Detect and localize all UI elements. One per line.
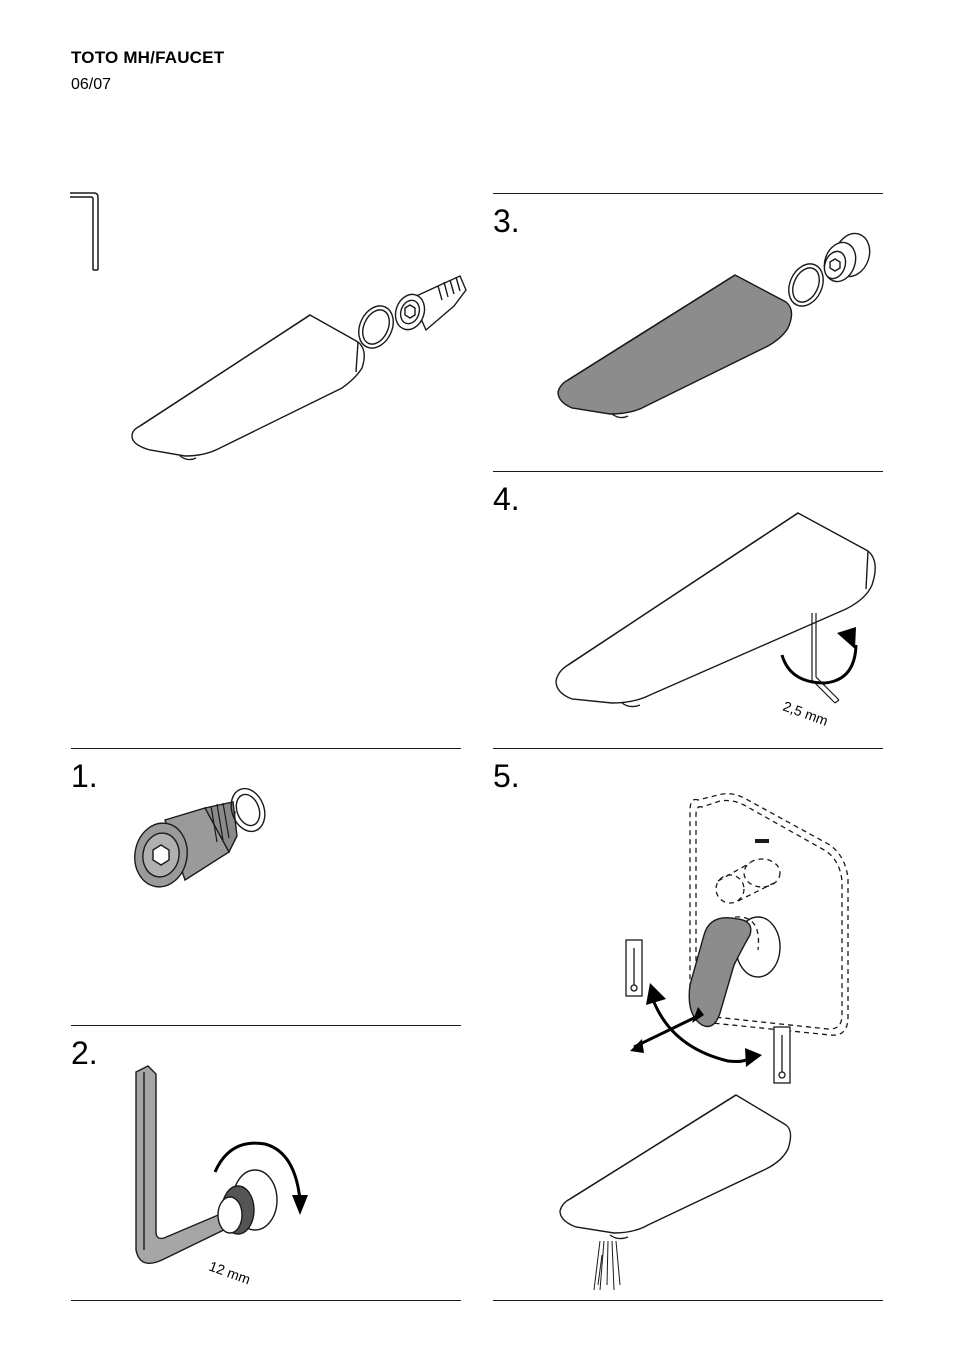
page-number: 06/07 [71,76,111,94]
spout-icon [556,513,875,703]
spout-icon [132,315,364,460]
o-ring-icon [782,258,830,311]
divider-left-bottom [71,1300,461,1301]
thermometer-hot-icon [626,940,642,996]
divider-step-4-top [493,471,883,472]
step-4-illustration: 2,5 mm [550,505,890,740]
tool-size-label: 2,5 mm [781,698,830,729]
hex-key-12mm-icon [136,1066,236,1263]
spout-icon [560,1095,791,1233]
divider-step-1-top [71,748,461,749]
water-stream-icon [594,1241,620,1290]
step-number-5: 5. [493,760,520,792]
step-3-illustration [550,230,890,430]
cartridge-icon [391,276,466,334]
tool-size-label: 12 mm [207,1258,253,1288]
step-number-3: 3. [493,205,520,237]
divider-right-bottom [493,1300,883,1301]
divider-step-3-top [493,193,883,194]
divider-step-5-top [493,748,883,749]
step-number-2: 2. [71,1037,98,1069]
step-number-4: 4. [493,483,520,515]
divider-step-2-top [71,1025,461,1026]
hex-key-tool-icon [60,185,110,280]
document-title: TOTO MH/FAUCET [71,48,224,68]
step-number-1: 1. [71,760,98,792]
spout-overview-illustration [120,260,480,470]
hex-key-2-5mm-icon [812,613,839,703]
step-2-illustration: 12 mm [120,1060,340,1300]
step-5-illustration [550,785,870,1295]
thermometer-cold-icon [774,1027,790,1083]
step-1-illustration [125,780,285,900]
cap-icon [819,229,875,286]
